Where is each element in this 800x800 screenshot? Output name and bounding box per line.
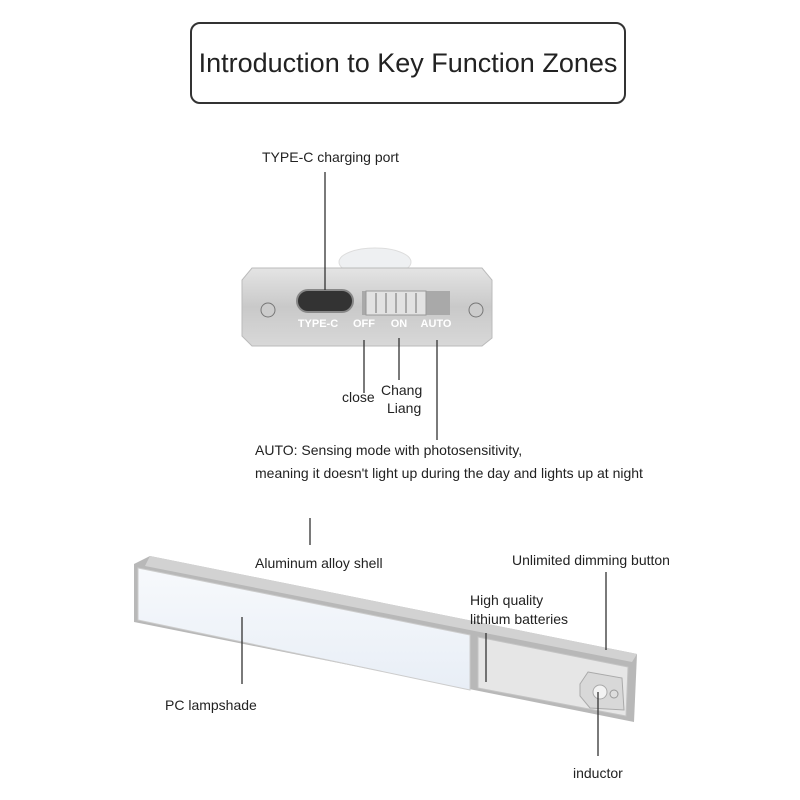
screw-icon	[468, 302, 484, 318]
engraved-typec: TYPE-C	[298, 318, 338, 330]
callout-lampshade: PC lampshade	[165, 697, 257, 713]
bar-top-edge	[145, 556, 637, 662]
engraved-off: OFF	[353, 318, 375, 330]
inductor-sensor-icon	[592, 684, 608, 700]
lamp-bar	[134, 556, 637, 722]
leader-lines	[241, 172, 607, 756]
callout-auto-line2: meaning it doesn't light up during the d…	[255, 465, 643, 481]
callout-liang: Liang	[387, 400, 422, 416]
callout-chang: Chang	[381, 382, 423, 398]
callout-type-c: TYPE-C charging port	[262, 149, 399, 165]
callout-battery-line1: High quality	[470, 592, 544, 608]
callout-inductor: inductor	[573, 765, 623, 781]
usb-c-port-icon	[296, 289, 354, 313]
callout-shell: Aluminum alloy shell	[255, 555, 383, 571]
callout-close: close	[342, 389, 375, 405]
title-box: Introduction to Key Function Zones	[190, 22, 626, 104]
callout-dimming: Unlimited dimming button	[512, 552, 670, 568]
callout-battery-line2: lithium batteries	[470, 611, 569, 627]
pc-lampshade	[137, 567, 471, 691]
callout-auto-line1: AUTO: Sensing mode with photosensitivity…	[255, 442, 523, 458]
screw-icon	[260, 302, 276, 318]
dimming-button-icon	[609, 689, 619, 699]
engraved-auto: AUTO	[421, 318, 452, 330]
switch-panel: TYPE-C OFF ON AUTO	[241, 247, 493, 347]
page-title: Introduction to Key Function Zones	[198, 47, 618, 78]
engraved-on: ON	[391, 318, 408, 330]
